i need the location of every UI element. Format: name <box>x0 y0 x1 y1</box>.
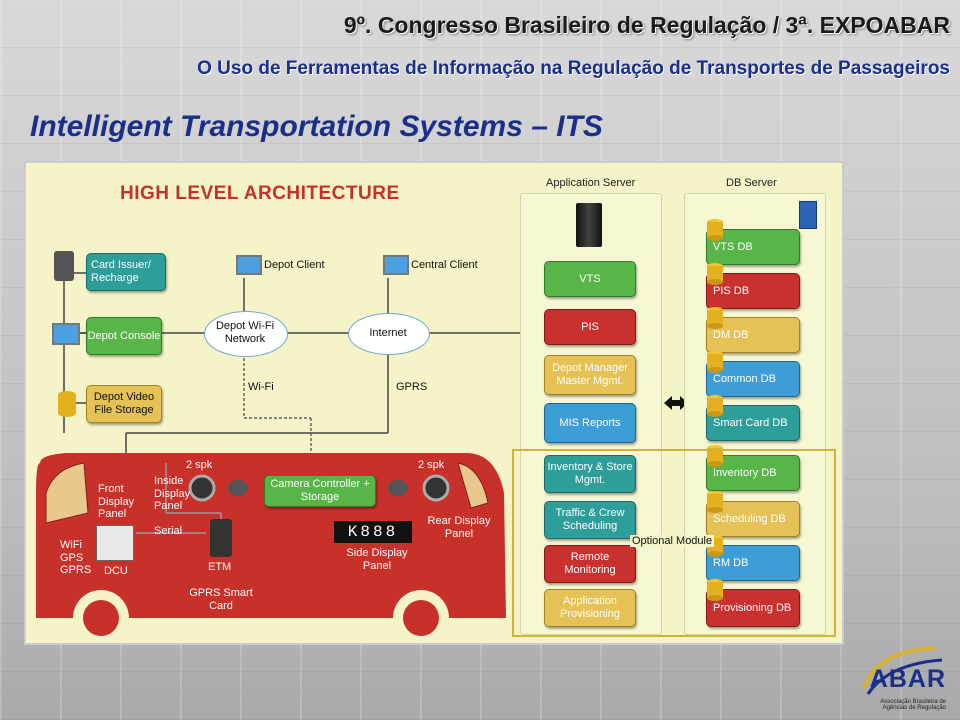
db-module-scheduling: Scheduling DB <box>706 491 800 537</box>
db-module-inventory: Inventory DB <box>706 445 800 491</box>
architecture-diagram: HIGH LEVEL ARCHITECTURE Application Serv… <box>24 161 844 645</box>
card-terminal-icon <box>54 251 74 281</box>
storage-cylinder-icon <box>58 391 76 417</box>
app-module-pis: PIS <box>544 309 636 345</box>
rear-display-label: Rear Display Panel <box>427 515 491 540</box>
etm-label: ETM <box>208 561 232 573</box>
internet-label: Internet <box>369 326 407 339</box>
page-title: Intelligent Transportation Systems – ITS <box>30 110 603 143</box>
app-module-remote: Remote Monitoring <box>544 545 636 583</box>
depot-network-label: Depot Wi-Fi Network <box>215 320 275 345</box>
depot-client-monitor-icon <box>236 255 262 275</box>
server-icon <box>576 203 602 247</box>
db-module-common: Common DB <box>706 351 800 397</box>
depot-video-box: Depot Video File Storage <box>86 385 162 423</box>
inside-display-label: Inside Display Panel <box>154 475 191 513</box>
card-issuer-box: Card Issuer/ Recharge <box>86 253 166 291</box>
db-module-provisioning: Provisioning DB <box>706 579 800 627</box>
front-display-label: Front Display Panel <box>98 483 135 521</box>
monitor-icon <box>52 323 80 345</box>
camera-controller-box: Camera Controller + Storage <box>264 475 376 507</box>
dcu-device-icon <box>96 525 134 561</box>
db-module-label: Provisioning DB <box>713 601 792 614</box>
db-server-label: DB Server <box>726 177 777 189</box>
db-module-label: RM DB <box>713 556 749 569</box>
database-server-icon <box>799 201 817 229</box>
db-module-dm: DM DB <box>706 307 800 353</box>
db-module-pis: PIS DB <box>706 263 800 309</box>
header-title: 9º. Congresso Brasileiro de Regulação / … <box>343 12 950 38</box>
db-module-label: Common DB <box>713 372 776 385</box>
db-module-label: Inventory DB <box>713 466 777 479</box>
database-icon <box>707 351 723 373</box>
db-module-smartcard: Smart Card DB <box>706 395 800 441</box>
speaker-label-2: 2 spk <box>418 459 445 471</box>
db-module-label: PIS DB <box>713 284 750 297</box>
depot-console-box: Depot Console <box>86 317 162 355</box>
abar-logo-text: ABAR <box>869 665 946 693</box>
header-subtitle: O Uso de Ferramentas de Informação na Re… <box>197 58 950 79</box>
app-module-traffic: Traffic & Crew Scheduling <box>544 501 636 539</box>
database-icon <box>707 263 723 285</box>
app-module-depot-manager: Depot Manager Master Mgmt. <box>544 355 636 395</box>
app-module-mis: MIS Reports <box>544 403 636 443</box>
wifi-label: Wi-Fi <box>248 381 274 393</box>
optional-module-label: Optional Module <box>630 535 715 547</box>
serial-label: Serial <box>154 525 183 537</box>
internet-cloud <box>348 313 430 355</box>
database-icon <box>707 579 723 601</box>
db-module-label: Scheduling DB <box>713 512 786 525</box>
db-module-label: DM DB <box>713 328 749 341</box>
wifi-gps-label: WiFi GPS GPRS <box>60 539 92 577</box>
side-display-label: Side Display Panel <box>346 547 408 572</box>
database-icon <box>707 491 723 513</box>
database-icon <box>707 307 723 329</box>
central-client-label: Central Client <box>411 259 478 271</box>
app-module-provisioning: Application Provisioning <box>544 589 636 627</box>
connector-lines <box>36 272 688 643</box>
optional-module-frame <box>512 449 836 637</box>
database-icon <box>707 445 723 467</box>
architecture-title: HIGH LEVEL ARCHITECTURE <box>120 183 400 204</box>
app-server-label: Application Server <box>546 177 636 189</box>
db-module-label: VTS DB <box>713 240 753 253</box>
abar-logo-subtext: Associação Brasileira de Agências de Reg… <box>880 698 946 712</box>
central-client-monitor-icon <box>383 255 409 275</box>
db-module-vts: VTS DB <box>706 219 800 265</box>
depot-network-cloud <box>204 311 288 357</box>
gprs-label: GPRS <box>396 381 428 393</box>
db-module-label: Smart Card DB <box>713 416 788 429</box>
side-display-screen: K888 <box>334 521 412 543</box>
etm-terminal-icon <box>210 519 232 557</box>
database-icon <box>707 395 723 417</box>
abar-logo-icon <box>862 646 943 695</box>
app-module-inventory: Inventory & Store Mgmt. <box>544 455 636 493</box>
depot-client-label: Depot Client <box>264 259 325 271</box>
gprs-smartcard-label: GPRS Smart Card <box>189 587 253 612</box>
app-module-vts: VTS <box>544 261 636 297</box>
dcu-label: DCU <box>104 565 128 577</box>
database-icon <box>707 219 723 241</box>
speaker-label-1: 2 spk <box>186 459 213 471</box>
